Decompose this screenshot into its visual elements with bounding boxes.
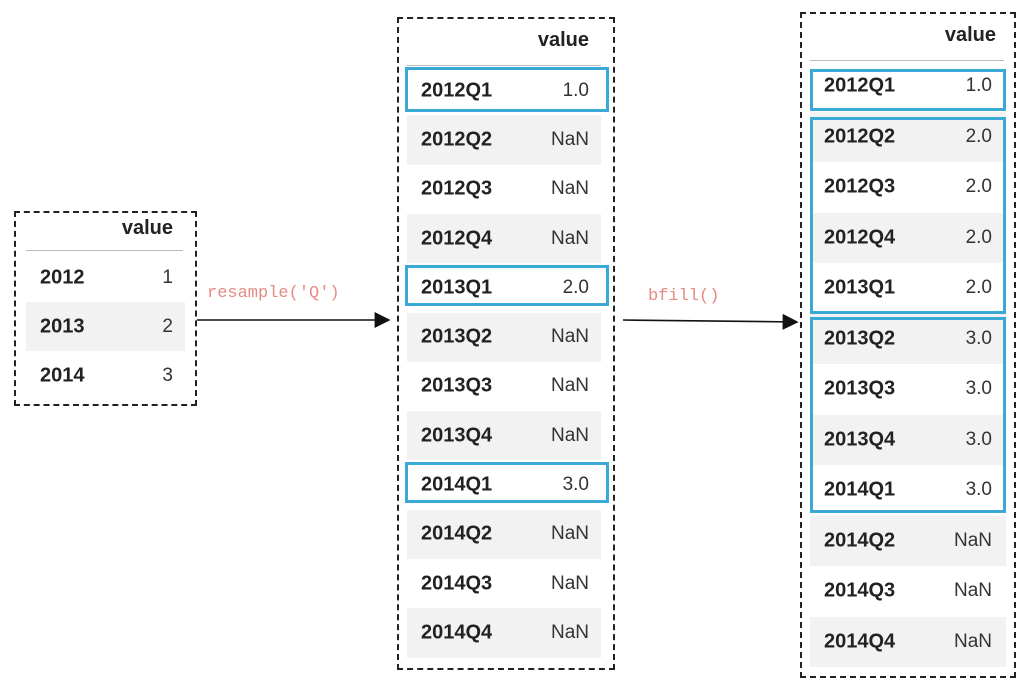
row-index: 2013Q3 — [421, 374, 493, 397]
row-value: 3.0 — [965, 479, 992, 501]
row-index: 2014Q4 — [824, 630, 896, 653]
row-value: NaN — [550, 523, 589, 545]
table-row: 2014 3 — [26, 351, 185, 400]
table-row: 2012Q4 NaN — [407, 213, 601, 264]
row-value: 1.0 — [562, 79, 589, 101]
table-header: value — [16, 213, 195, 259]
row-value: 3 — [162, 364, 173, 386]
row-value: NaN — [550, 178, 589, 200]
table-row: 2013Q1 2.0 — [407, 263, 601, 312]
table-row: 2012Q1 1.0 — [407, 66, 601, 115]
row-value: NaN — [953, 580, 992, 602]
row-value: 2.0 — [562, 276, 589, 298]
table-row: 2014Q1 3.0 — [810, 465, 1006, 516]
row-index: 2013Q1 — [421, 276, 493, 299]
bfill-arrow — [622, 313, 799, 330]
table-row: 2014Q3 NaN — [810, 566, 1006, 617]
table-row: 2014Q2 NaN — [407, 509, 601, 559]
row-index: 2012Q4 — [824, 226, 896, 249]
row-index: 2012Q1 — [421, 79, 493, 102]
row-value: 1.0 — [965, 75, 992, 97]
row-value: NaN — [550, 375, 589, 397]
row-value: 3.0 — [965, 327, 992, 349]
table-row: 2012Q3 NaN — [407, 165, 601, 214]
row-value: 2.0 — [965, 125, 992, 147]
row-index: 2012 — [40, 266, 85, 288]
table-row: 2014Q2 NaN — [810, 515, 1006, 566]
row-index: 2012Q1 — [824, 74, 896, 97]
row-value: NaN — [953, 630, 992, 652]
table-row: 2013Q4 3.0 — [810, 414, 1006, 465]
row-value: 2 — [162, 315, 173, 337]
row-value: NaN — [953, 529, 992, 551]
row-index: 2013Q3 — [824, 377, 896, 400]
table-row: 2013Q2 3.0 — [810, 313, 1006, 364]
table-row: 2013Q3 3.0 — [810, 364, 1006, 415]
row-index: 2014Q3 — [824, 579, 896, 602]
row-index: 2014Q2 — [421, 522, 493, 545]
row-value: 2.0 — [965, 277, 992, 299]
row-value: 1 — [162, 266, 173, 288]
table-row: 2012Q1 1.0 — [810, 61, 1006, 112]
row-index: 2013Q1 — [824, 276, 896, 299]
row-value: NaN — [550, 621, 589, 643]
table-header: value — [802, 14, 1014, 60]
row-value: NaN — [550, 424, 589, 446]
table-row: 2014Q1 3.0 — [407, 460, 601, 509]
row-value: 3.0 — [562, 474, 589, 496]
row-index: 2014Q3 — [421, 572, 493, 595]
row-index: 2013Q2 — [421, 325, 493, 348]
value-header: value — [944, 24, 996, 46]
table-row: 2014Q4 NaN — [407, 608, 601, 658]
row-value: NaN — [550, 572, 589, 594]
header-divider — [26, 250, 183, 251]
table-row: 2014Q3 NaN — [407, 559, 601, 608]
row-index: 2014 — [40, 364, 85, 386]
row-index: 2012Q2 — [421, 128, 493, 151]
header-divider — [407, 65, 601, 66]
value-header: value — [121, 217, 173, 239]
bfill-label: bfill() — [648, 287, 720, 306]
row-index: 2013Q4 — [421, 424, 493, 447]
table-row: 2013Q4 NaN — [407, 411, 601, 461]
row-index: 2013Q4 — [824, 428, 896, 451]
table-row: 2013 2 — [26, 302, 185, 351]
row-value: 2.0 — [965, 176, 992, 198]
table-row: 2013Q1 2.0 — [810, 263, 1006, 314]
value-header: value — [537, 29, 589, 51]
table-row: 2012 1 — [26, 253, 185, 302]
row-value: NaN — [550, 326, 589, 348]
row-index: 2012Q3 — [421, 177, 493, 200]
row-value: 3.0 — [965, 428, 992, 450]
table-row: 2013Q3 NaN — [407, 362, 601, 411]
row-index: 2014Q2 — [824, 529, 896, 552]
resample-label: resample('Q') — [207, 284, 340, 303]
row-index: 2014Q1 — [824, 478, 896, 501]
table-row: 2014Q4 NaN — [810, 616, 1006, 667]
table-row: 2012Q2 NaN — [407, 115, 601, 165]
table-header: value — [399, 19, 613, 65]
row-value: NaN — [550, 227, 589, 249]
row-index: 2012Q2 — [824, 125, 896, 148]
table-row: 2012Q4 2.0 — [810, 212, 1006, 263]
table-row: 2012Q2 2.0 — [810, 111, 1006, 162]
table-row: 2013Q2 NaN — [407, 312, 601, 362]
row-value: NaN — [550, 128, 589, 150]
table-row: 2012Q3 2.0 — [810, 162, 1006, 213]
row-index: 2012Q3 — [824, 175, 896, 198]
row-value: 3.0 — [965, 378, 992, 400]
row-index: 2013Q2 — [824, 327, 896, 350]
row-value: 2.0 — [965, 226, 992, 248]
row-index: 2012Q4 — [421, 227, 493, 250]
row-index: 2014Q1 — [421, 473, 493, 496]
header-divider — [810, 60, 1004, 61]
left-table-panel: value 2012 1 2013 2 2014 3 — [14, 211, 197, 406]
row-index: 2013 — [40, 315, 85, 337]
row-index: 2014Q4 — [421, 621, 493, 644]
